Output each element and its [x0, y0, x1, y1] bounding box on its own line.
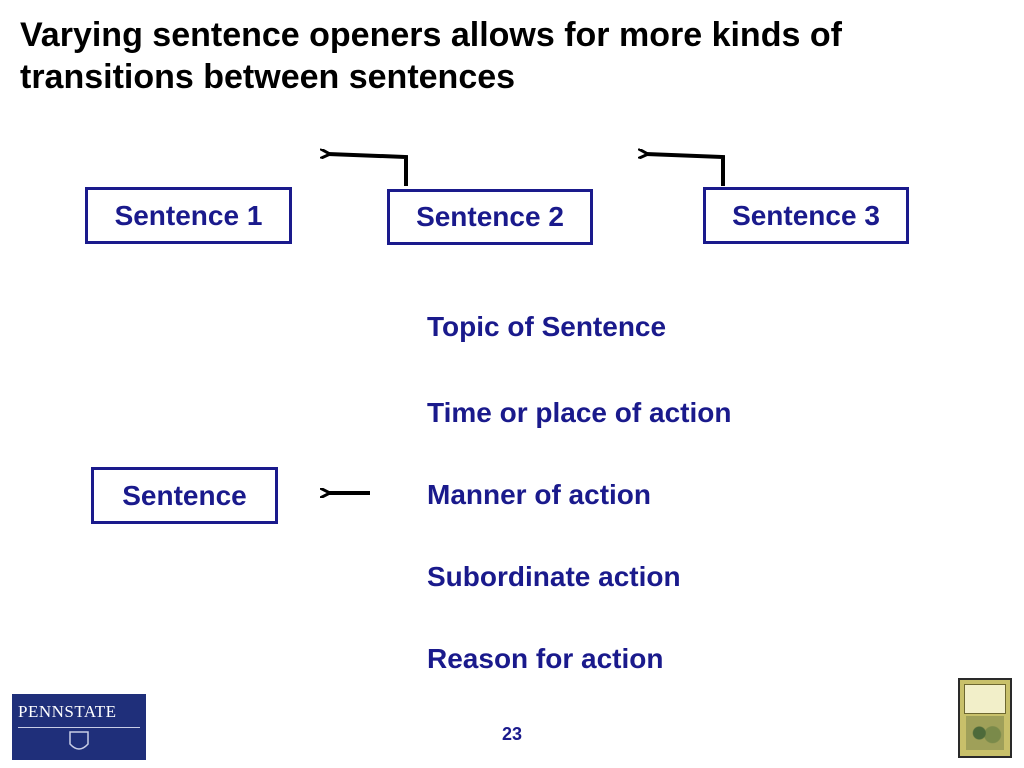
shield-icon — [69, 731, 89, 750]
opener-time-place: Time or place of action — [427, 397, 732, 428]
opener-topic: Topic of Sentence — [427, 311, 667, 342]
sentence-3-label: Sentence 3 — [732, 199, 880, 231]
slide-title: Varying sentence openers allows for more… — [20, 16, 842, 96]
sentence-2-label: Sentence 2 — [416, 201, 564, 232]
sentence-box: Sentence — [91, 467, 278, 524]
sentence-2-box: Sentence 2 — [387, 189, 593, 245]
opener-manner: Manner of action — [427, 479, 652, 510]
sentence-1-box: Sentence 1 — [85, 187, 292, 244]
sentence-label: Sentence — [122, 479, 247, 511]
pennstate-logo: PENNSTATE — [12, 694, 146, 760]
logo-text: PENNSTATE — [18, 702, 117, 721]
sentence-3-box: Sentence 3 — [703, 187, 909, 244]
arrow-sentence3-to-sentence2 — [646, 154, 725, 186]
page-number: 23 — [501, 724, 523, 744]
sentence-1-label: Sentence 1 — [114, 199, 263, 231]
opener-reason: Reason for action — [427, 643, 664, 674]
opener-subordinate: Subordinate action — [427, 561, 681, 592]
book-cover-image — [958, 678, 1012, 758]
arrow-sentence2-to-sentence1 — [328, 154, 408, 186]
